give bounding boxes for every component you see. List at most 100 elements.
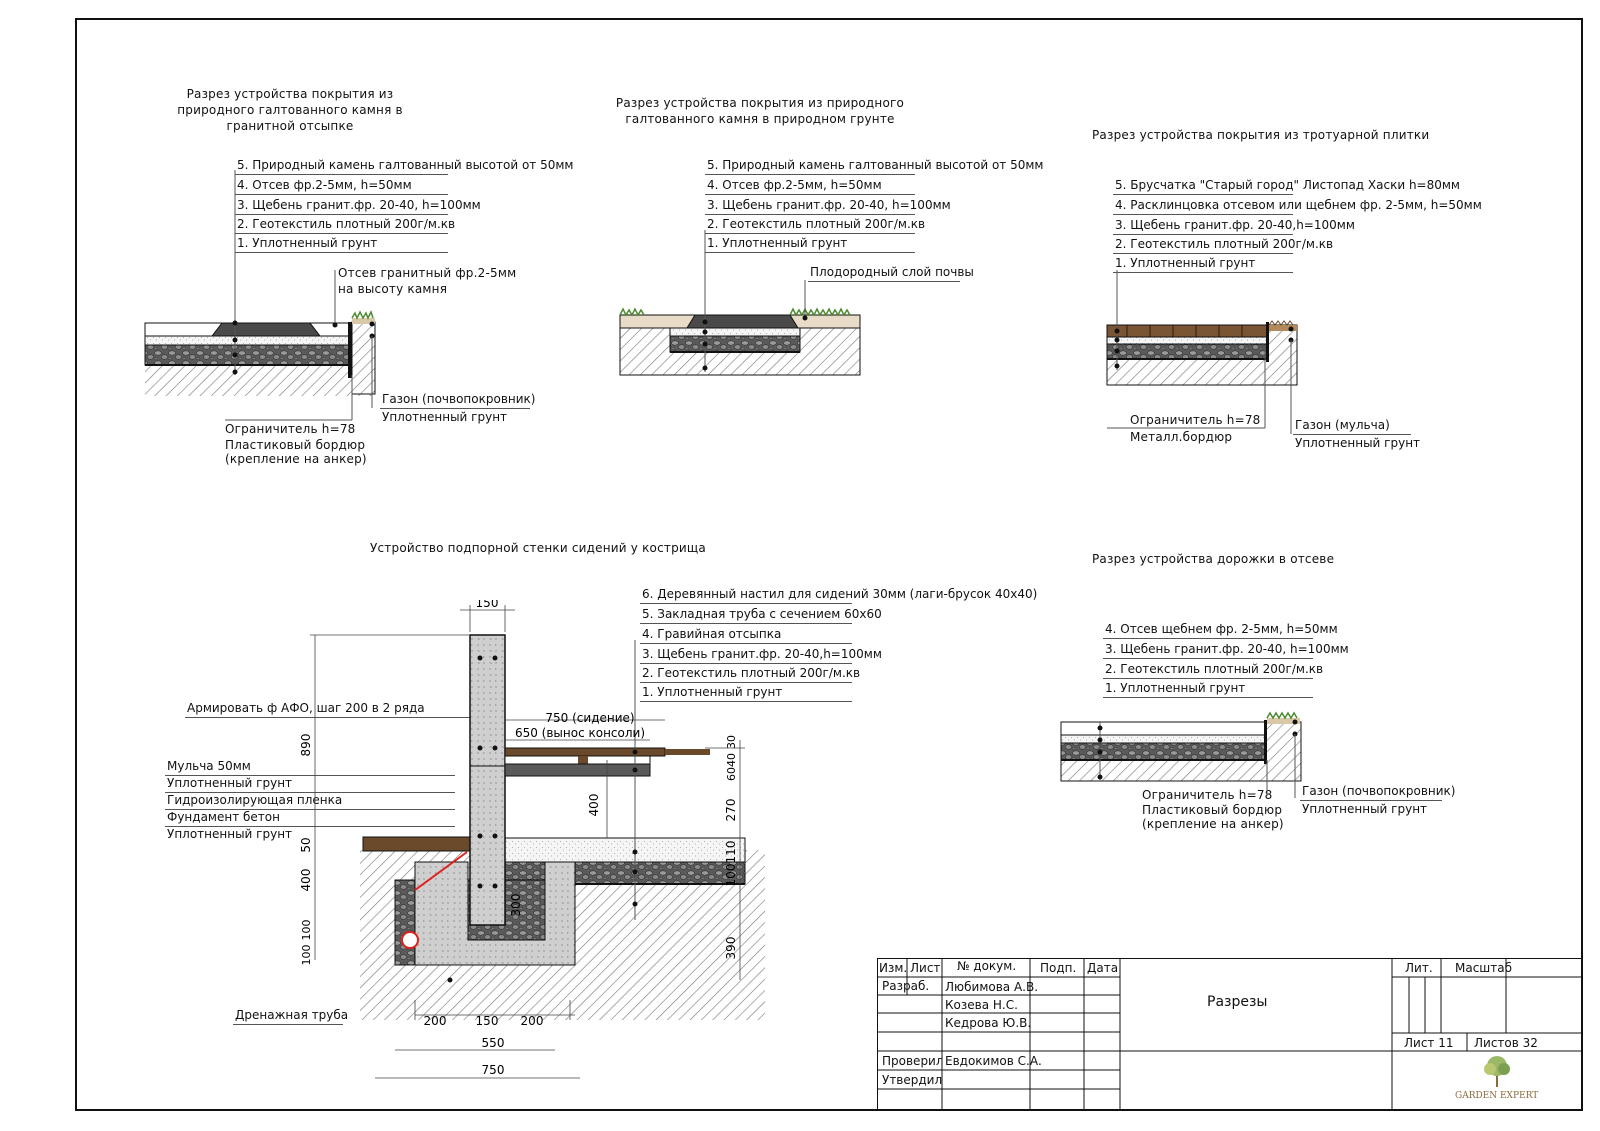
dim-300: 300: [509, 894, 523, 917]
s1-note-left-2: Пластиковый бордюр: [225, 438, 366, 452]
s4-layer-4: 4. Гравийная отсыпка: [640, 625, 852, 644]
s4-layer-6: 6. Деревянный настил для сидений 30мм (л…: [640, 585, 1037, 604]
stamp-izm: Изм.: [879, 961, 908, 975]
s1-note-right-2: Уплотненный грунт: [382, 410, 508, 424]
dim-100a: 100: [300, 920, 313, 941]
s5-note-left-3: (крепление на анкер): [1142, 817, 1284, 831]
section-3-title: Разрез устройства покрытия из тротуарной…: [1092, 128, 1430, 142]
s2-layer-4: 4. Отсев фр.2-5мм, h=50мм: [705, 176, 915, 195]
dim-100: 100: [724, 864, 738, 887]
s5-layer-2: 2. Геотекстиль плотный 200г/м.кв: [1103, 660, 1323, 679]
s4-layer-5: 5. Закладная труба с сечением 60x60: [640, 605, 882, 624]
s4-foundation-label: Фундамент бетон: [165, 808, 455, 827]
dim-60: 60: [725, 767, 738, 781]
section-2-drawing: [619, 230, 861, 376]
dim-console: 650 (вынос консоли): [515, 726, 645, 740]
stamp-lit: Лит.: [1405, 961, 1433, 975]
s3-layer-3: 3. Щебень гранит.фр. 20-40,h=100мм: [1113, 216, 1355, 235]
stamp-razrab: Разраб.: [882, 979, 930, 993]
dim-400b: 400: [299, 869, 313, 892]
stamp-podp: Подп.: [1040, 961, 1077, 975]
stamp-drawing-name: Разрезы: [1207, 994, 1268, 1010]
stamp-person-4: Евдокимов С.А.: [945, 1054, 1042, 1068]
s2-layer-2: 2. Геотекстиль плотный 200г/м.кв: [705, 215, 925, 234]
s4-mulch-label: Мульча 50мм: [165, 757, 455, 776]
stamp-data: Дата: [1087, 961, 1119, 975]
s5-note-left-1: Ограничитель h=78: [1142, 788, 1273, 802]
dim-b200a: 200: [424, 1014, 447, 1028]
drawing-frame: [75, 18, 1583, 1111]
s5-note-left-2: Пластиковый бордюр: [1142, 803, 1283, 817]
s1-note-left-1: Ограничитель h=78: [225, 422, 356, 436]
s3-note-left-1: Ограничитель h=78: [1130, 413, 1261, 427]
dim-390: 390: [724, 937, 738, 960]
s4-layer-1: 1. Уплотненный грунт: [640, 683, 852, 702]
stamp-list: Лист: [910, 961, 941, 975]
dim-890: 890: [299, 734, 313, 757]
s4-film-label: Гидроизолирующая пленка: [165, 791, 455, 810]
s1-layer-1: 1. Уплотненный грунт: [235, 234, 448, 253]
s3-layer-4: 4. Расклинцовка отсевом или щебнем фр. 2…: [1113, 196, 1482, 215]
section-3-drawing: [1106, 270, 1298, 434]
s1-layer-4: 4. Отсев фр.2-5мм, h=50мм: [235, 176, 448, 195]
s4-layer-2: 2. Геотекстиль плотный 200г/м.кв: [640, 664, 860, 683]
s3-layer-5: 5. Брусчатка "Старый город" Листопад Хас…: [1113, 176, 1460, 195]
section-5-title: Разрез устройства дорожки в отсеве: [1092, 552, 1335, 566]
dim-50: 50: [299, 837, 313, 852]
dim-b750: 750: [482, 1063, 505, 1077]
s1-note-top-2: на высоту камня: [338, 282, 448, 296]
s3-note-right-1: Газон (мульча): [1293, 416, 1411, 435]
dim-150-top: 150: [476, 600, 499, 610]
section-4-title: Устройство подпорной стенки сидений у ко…: [370, 541, 706, 555]
s1-note-right-1: Газон (почвопокровник): [380, 390, 535, 409]
dim-seat: 750 (сидение): [545, 711, 634, 725]
dim-b150: 150: [476, 1014, 499, 1028]
s5-note-right-1: Газон (почвопокровник): [1300, 782, 1455, 801]
s4-layer-3: 3. Щебень гранит.фр. 20-40,h=100мм: [640, 645, 882, 664]
section-1-drawing: [144, 170, 376, 421]
s5-layer-4: 4. Отсев щебнем фр. 2-5мм, h=50мм: [1103, 620, 1338, 639]
stamp-proveril: Проверил: [882, 1054, 944, 1068]
s2-layer-1: 1. Уплотненный грунт: [705, 234, 915, 253]
stamp-person-2: Козева Н.С.: [945, 998, 1018, 1012]
dim-400: 400: [587, 794, 601, 817]
s1-note-top-1: Отсев гранитный фр.2-5мм: [338, 266, 517, 280]
stamp-utverdil: Утвердил: [882, 1073, 943, 1087]
s4-drain-label: Дренажная труба: [233, 1006, 348, 1025]
s5-layer-3: 3. Щебень гранит.фр. 20-40, h=100мм: [1103, 640, 1349, 659]
stamp-sheets: Листов 32: [1474, 1036, 1538, 1050]
stamp-person-3: Кедрова Ю.В.: [945, 1016, 1032, 1030]
dim-270: 270: [724, 799, 738, 822]
section-4-drawing: 150 750 (сидение) 650 (вынос консоли) 89…: [299, 600, 765, 1079]
section-1-title: Разрез устройства покрытия из природного…: [177, 87, 403, 133]
s4-rebar-label: Армировать ф АФО, шаг 200 в 2 ряда: [185, 699, 475, 718]
dim-110: 110: [724, 841, 738, 864]
s1-layer-3: 3. Щебень гранит.фр. 20-40, h=100мм: [235, 196, 481, 215]
dim-30: 30: [725, 735, 738, 749]
section-5-drawing: [1060, 711, 1302, 798]
s1-layer-2: 2. Геотекстиль плотный 200г/м.кв: [235, 215, 455, 234]
title-block: Изм. Лист № докум. Подп. Дата Разраб. Лю…: [877, 958, 1583, 1111]
s5-layer-1: 1. Уплотненный грунт: [1103, 679, 1313, 698]
dim-100b: 100: [300, 945, 313, 966]
dim-b200b: 200: [521, 1014, 544, 1028]
garden-expert-logo-icon: [1484, 1056, 1510, 1087]
s1-note-left-3: (крепление на анкер): [225, 452, 367, 466]
stamp-doc: № докум.: [957, 959, 1017, 973]
s3-layer-2: 2. Геотекстиль плотный 200г/м.кв: [1113, 235, 1333, 254]
s3-layer-1: 1. Уплотненный грунт: [1113, 254, 1293, 273]
stamp-masshtab: Масштаб: [1455, 961, 1513, 975]
section-2-title: Разрез устройства покрытия из природного…: [615, 96, 905, 126]
s3-note-right-2: Уплотненный грунт: [1295, 436, 1421, 450]
s4-soil-label: Уплотненный грунт: [165, 774, 455, 793]
s2-layer-3: 3. Щебень гранит.фр. 20-40, h=100мм: [705, 196, 951, 215]
s2-note-right: Плодородный слой почвы: [808, 263, 974, 282]
s5-note-right-2: Уплотненный грунт: [1302, 802, 1428, 816]
stamp-sheet: Лист 11: [1404, 1036, 1454, 1050]
s3-note-left-2: Металл.бордюр: [1130, 430, 1233, 444]
dim-40: 40: [725, 753, 738, 767]
s4-soil2-label: Уплотненный грунт: [167, 827, 293, 841]
dim-b550: 550: [482, 1036, 505, 1050]
stamp-person-1: Любимова А.В.: [945, 980, 1039, 994]
s2-layer-5: 5. Природный камень галтованный высотой …: [705, 156, 1043, 175]
